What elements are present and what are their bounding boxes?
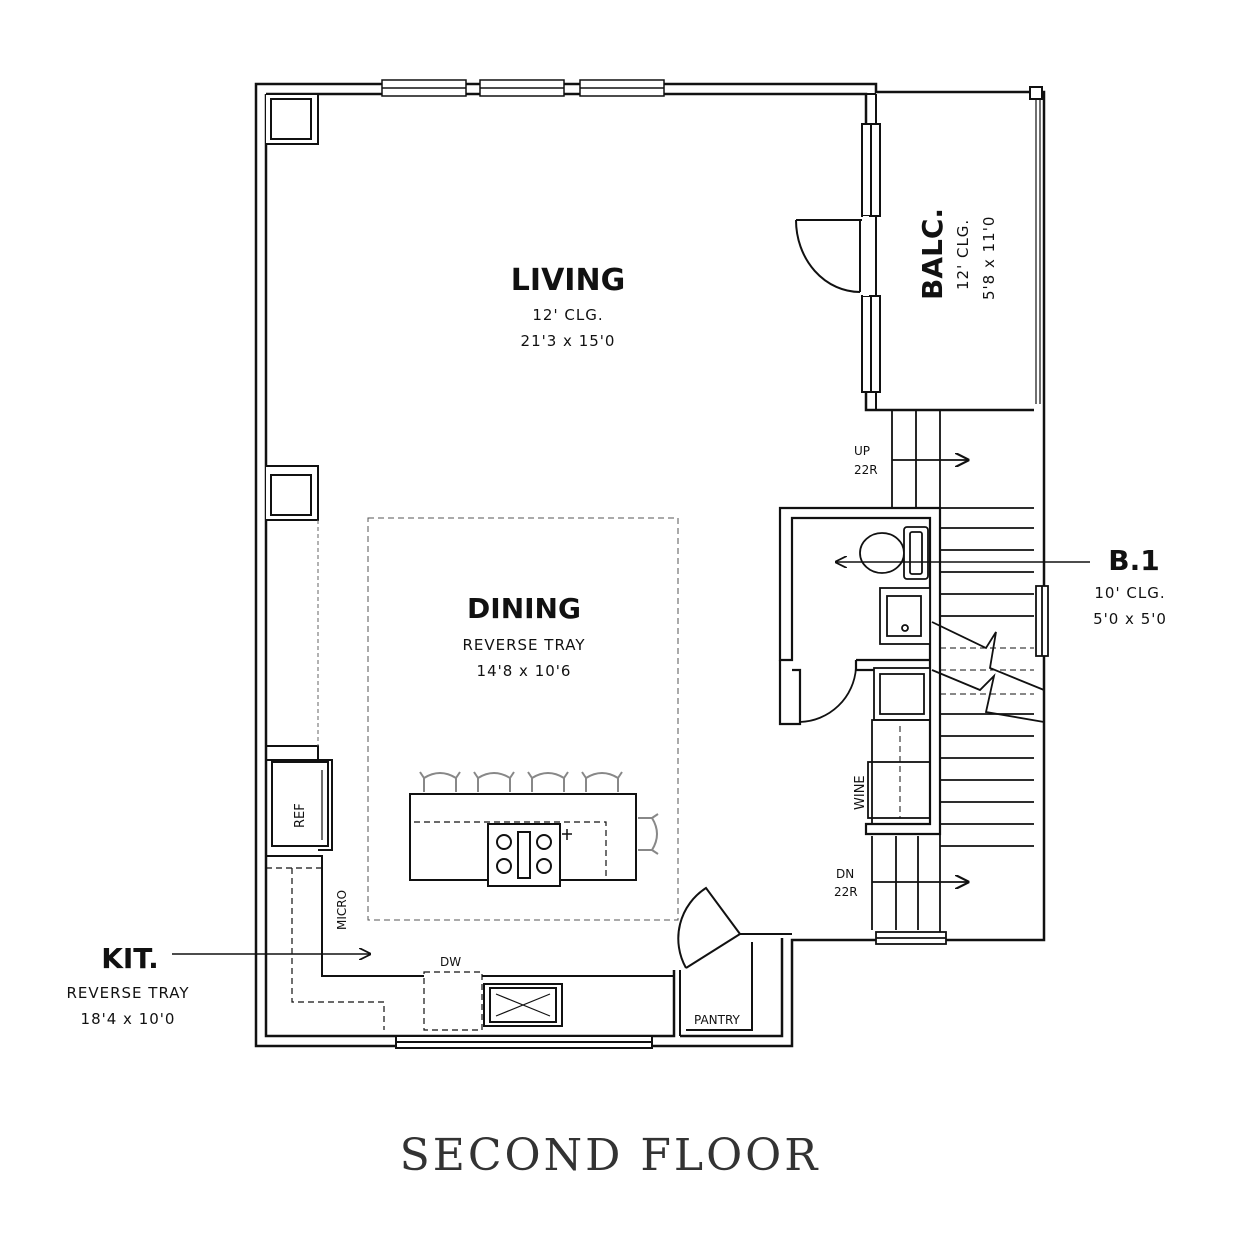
kitchen-name: KIT. bbox=[101, 942, 159, 975]
kitchen-size: 18'4 x 10'0 bbox=[81, 1010, 176, 1028]
dining-name: DINING bbox=[467, 592, 581, 625]
pantry bbox=[677, 886, 792, 1036]
kitchen-ceiling: REVERSE TRAY bbox=[66, 984, 189, 1002]
kitchen-left-wall bbox=[265, 520, 319, 760]
bath-ceiling: 10' CLG. bbox=[1094, 584, 1165, 602]
stairs bbox=[871, 410, 1049, 945]
living-size: 21'3 x 15'0 bbox=[521, 332, 616, 350]
wine-area bbox=[867, 719, 931, 825]
bar-stools bbox=[419, 771, 659, 855]
stair-arrows bbox=[872, 460, 968, 882]
kitchen-island bbox=[409, 793, 637, 887]
balcony-name: BALC. bbox=[916, 208, 949, 300]
bath-size: 5'0 x 5'0 bbox=[1093, 610, 1167, 628]
dining-tray-outline bbox=[367, 517, 679, 921]
stair-down-risers: 22R bbox=[834, 885, 858, 899]
balcony-size: 5'8 x 11'0 bbox=[980, 216, 998, 300]
dw-label: DW bbox=[440, 955, 461, 969]
bath-fixtures bbox=[859, 526, 931, 721]
dining-ceiling: REVERSE TRAY bbox=[462, 636, 585, 654]
living-ceiling: 12' CLG. bbox=[532, 306, 603, 324]
living-windows bbox=[381, 79, 665, 97]
bath-door-swing bbox=[799, 667, 857, 723]
column-posts bbox=[266, 86, 1043, 521]
balcony-door bbox=[795, 216, 869, 296]
wine-label: WINE bbox=[853, 775, 868, 810]
plan-title: SECOND FLOOR bbox=[400, 1130, 821, 1181]
ref-label: REF bbox=[293, 803, 308, 828]
micro-label: MICRO bbox=[335, 890, 349, 930]
dining-size: 14'8 x 10'6 bbox=[477, 662, 572, 680]
kitchen-counter bbox=[266, 759, 674, 1049]
living-name: LIVING bbox=[511, 263, 625, 298]
stair-down-label: DN bbox=[836, 867, 854, 881]
pantry-label: PANTRY bbox=[694, 1013, 741, 1027]
balcony-wall bbox=[861, 93, 1041, 410]
stair-up-risers: 22R bbox=[854, 463, 878, 477]
stair-up-label: UP bbox=[854, 444, 870, 458]
balcony-ceiling: 12' CLG. bbox=[954, 219, 972, 290]
bath-name: B.1 bbox=[1108, 544, 1159, 577]
